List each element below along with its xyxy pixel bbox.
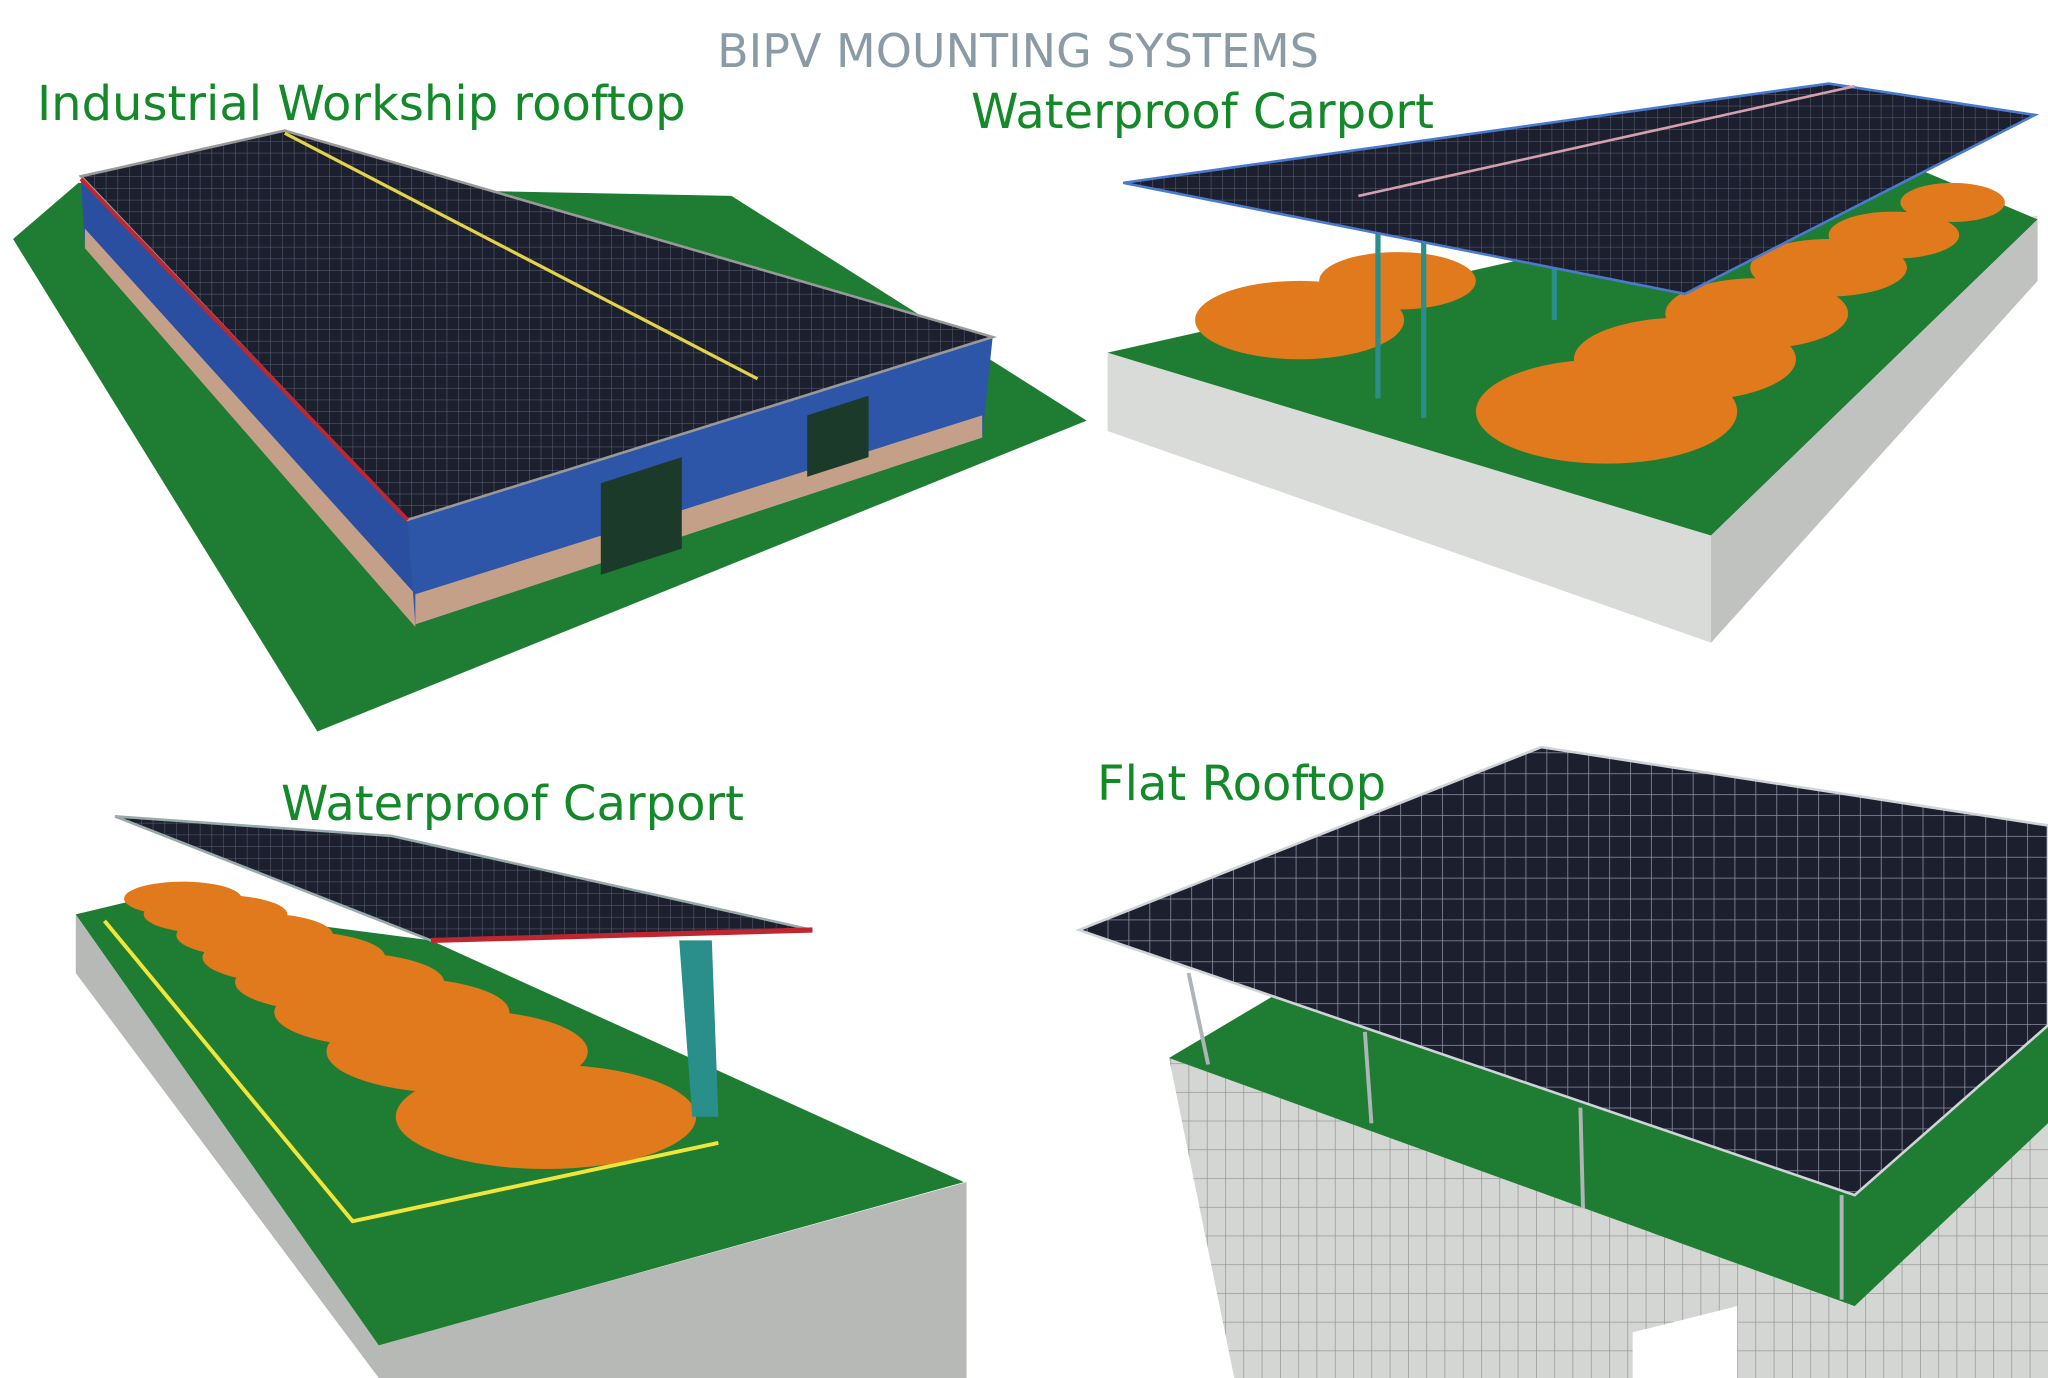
cars [124, 881, 697, 1170]
label-flat-rooftop: Flat Rooftop [1097, 756, 1387, 812]
tower [1168, 1057, 2048, 1378]
door [807, 395, 869, 477]
front-wall-base [415, 415, 983, 625]
industrial-rooftop-scene [13, 129, 1087, 732]
page-title: BIPV MOUNTING SYSTEMS [717, 24, 1319, 78]
cars [1195, 182, 2005, 464]
steel-column [679, 940, 719, 1117]
label-waterproof-carport-bottom: Waterproof Carport [281, 776, 744, 832]
label-industrial-rooftop: Industrial Workship rooftop [37, 76, 686, 132]
wall-base [84, 228, 416, 627]
solar-roof [1123, 82, 2040, 296]
roof-ridge [283, 131, 759, 381]
label-waterproof-carport-top: Waterproof Carport [971, 84, 1434, 140]
base [75, 914, 967, 1378]
carport-scene-1 [1107, 82, 2040, 643]
flat-rooftop-scene [1075, 745, 2048, 1378]
door [600, 457, 682, 575]
carport-scene-2 [75, 815, 967, 1378]
